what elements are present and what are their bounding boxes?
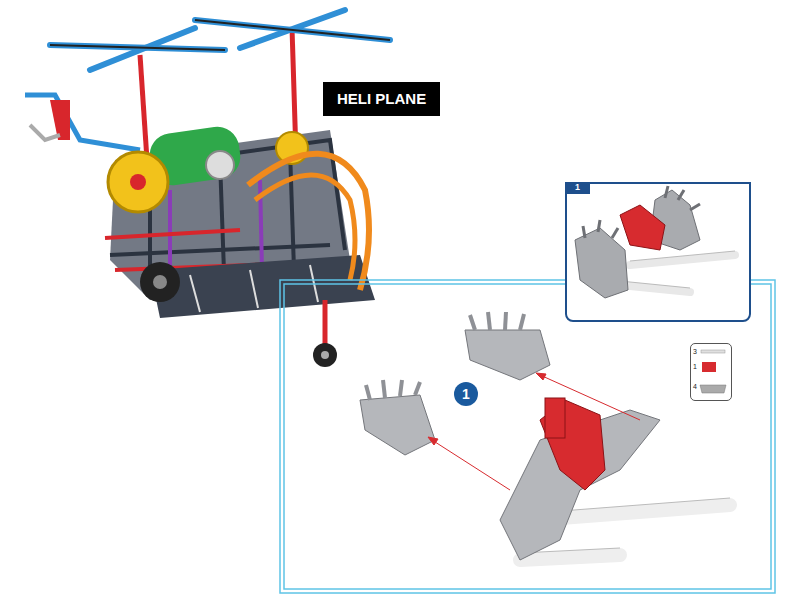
heli-plane-model	[25, 10, 390, 367]
step-frame-inner	[284, 284, 771, 589]
step-frame	[280, 280, 775, 593]
title-box: HELI PLANE	[323, 82, 440, 116]
part-count: 1	[693, 363, 697, 371]
title-text: HELI PLANE	[337, 90, 426, 108]
inset-panel: 1	[565, 182, 751, 322]
part-count: 4	[693, 383, 697, 391]
part-count: 3	[693, 348, 697, 356]
step-assembly	[360, 312, 730, 560]
step-tab: 1	[565, 182, 590, 194]
inset-ground	[565, 182, 751, 322]
callout-number: 1	[462, 386, 470, 402]
inset-assembly	[575, 186, 735, 298]
step-circle: 1	[454, 382, 478, 406]
parts-box: 3 1 4	[690, 343, 732, 401]
parts-icons	[700, 350, 726, 393]
